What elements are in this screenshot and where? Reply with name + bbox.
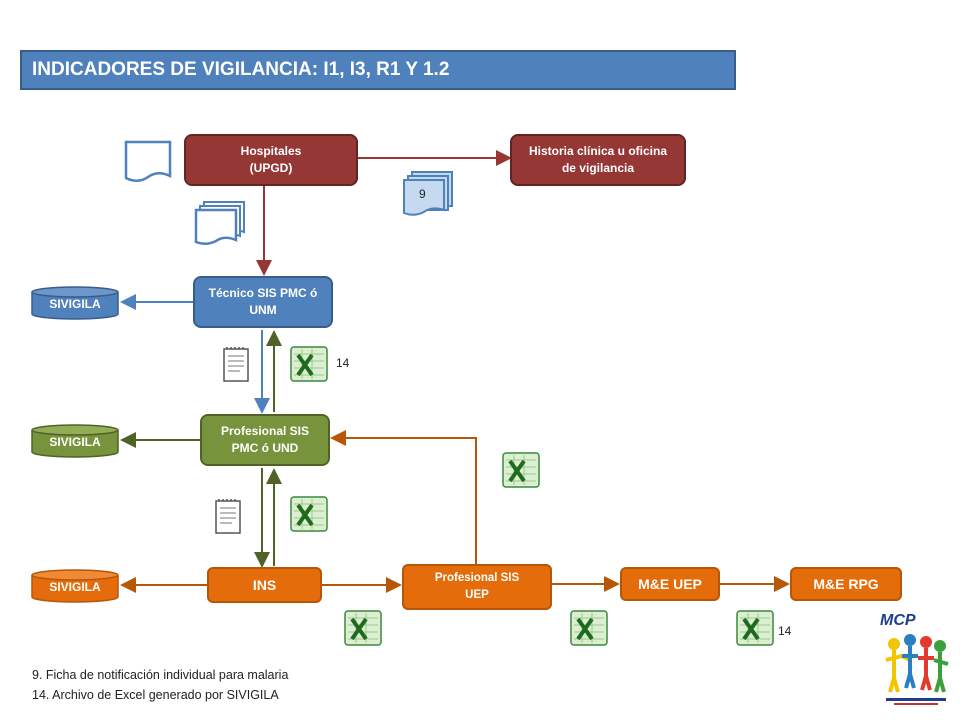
document-icon (124, 140, 172, 182)
sivigila-label-green: SIVIGILA (49, 435, 101, 449)
node-tecnico-sis: Técnico SIS PMC ó UNM (193, 276, 333, 328)
node-hospitales-line2: (UPGD) (249, 161, 293, 175)
excel-icon (502, 452, 540, 488)
node-tecnico-line2: UNM (249, 303, 277, 317)
page-title: INDICADORES DE VIGILANCIA: I1, I3, R1 Y … (20, 50, 736, 90)
page-title-text: INDICADORES DE VIGILANCIA: I1, I3, R1 Y … (32, 59, 450, 80)
excel-number-bottom: 14 (778, 624, 792, 638)
node-profesional-pmc-line1: Profesional SIS (220, 423, 310, 438)
multi-document-icon (194, 201, 245, 245)
form-9-document-icon (403, 171, 453, 216)
people-logo-icon (885, 634, 949, 705)
arrow-uep-profesional-pmc (330, 430, 477, 564)
node-profesional-uep-line2: UEP (465, 589, 489, 601)
node-ins-label: INS (252, 576, 277, 593)
excel-icon (736, 610, 774, 646)
node-hospitales: Hospitales (UPGD) (184, 134, 358, 186)
legend-line-9: 9. Ficha de notificación individual para… (32, 668, 289, 682)
node-me-rpg: M&E RPG (790, 567, 902, 601)
excel-icon (570, 610, 608, 646)
node-me-uep: M&E UEP (620, 567, 720, 601)
node-profesional-pmc-line2: PMC ó UND (231, 441, 299, 455)
sivigila-database-orange: SIVIGILA (30, 569, 120, 603)
node-profesional-pmc: Profesional SIS PMC ó UND (200, 414, 330, 466)
excel-icon (290, 496, 328, 532)
legend-line-14: 14. Archivo de Excel generado por SIVIGI… (32, 688, 279, 702)
node-historia-clinica: Historia clínica u oficina de vigilancia (510, 134, 686, 186)
mcp-logo: MCP (880, 612, 952, 708)
excel-icon (344, 610, 382, 646)
node-ins: INS (207, 567, 322, 603)
sivigila-database-green: SIVIGILA (30, 424, 120, 458)
sivigila-label-orange: SIVIGILA (49, 580, 101, 594)
sivigila-label-blue: SIVIGILA (49, 297, 101, 311)
excel-icon (290, 346, 328, 382)
notepad-icon (215, 499, 241, 534)
node-profesional-uep-line1: Profesional SIS (434, 572, 520, 585)
node-tecnico-line1: Técnico SIS PMC ó (208, 285, 318, 300)
node-me-rpg-label: M&E RPG (813, 575, 879, 592)
form-number-label: 9 (419, 187, 426, 201)
node-profesional-uep: Profesional SIS UEP (402, 564, 552, 610)
sivigila-database-blue: SIVIGILA (30, 286, 120, 320)
node-historia-line2: de vigilancia (561, 161, 634, 175)
node-me-uep-label: M&E UEP (638, 575, 702, 592)
excel-number-top: 14 (336, 356, 350, 370)
node-hospitales-line1: Hospitales (240, 143, 302, 158)
mcp-logo-text: MCP (880, 612, 916, 629)
node-historia-line1: Historia clínica u oficina (528, 143, 668, 158)
notepad-icon (223, 347, 249, 382)
